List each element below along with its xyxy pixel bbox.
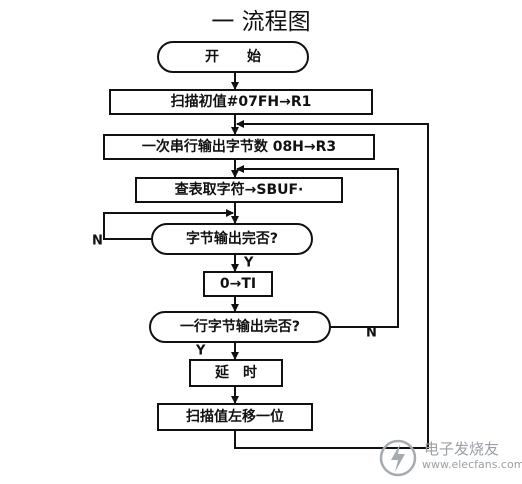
page-title: 一 流程图 [211,9,311,35]
bytes-label: 一次串行输出字节数 08H→R3 [142,138,336,155]
lookup-label: 查表取字符→SBUF· [175,181,304,198]
clear-ti-box [203,271,273,297]
lookup-box [135,177,343,203]
edge-row-no-loop [236,165,399,328]
init-label: 扫描初值#07FH→R1 [171,93,312,110]
init-box [109,89,373,115]
row-yes-label: Y [195,344,206,359]
delay-label: 延 时 [214,364,257,381]
shift-label: 扫描值左移一位 [186,408,284,425]
watermark-cn: 电子发烧友 [424,440,500,458]
row-done-label: 一行字节输出完否? [180,318,300,335]
byte-no-label: N [92,234,103,249]
watermark-en: www.elecfans.com [422,458,522,471]
clear-ti-label: 0→TI [220,276,256,292]
edge-byte-no-loop [103,209,234,240]
elecfans-logo-icon [379,439,417,477]
watermark: 电子发烧友 www.elecfans.com [378,436,522,480]
byte-yes-label: Y [243,256,254,271]
byte-done-label: 字节输出完否? [186,230,278,247]
start-terminal [157,41,309,73]
start-label: 开 始 [205,48,261,65]
edge-shift-loop [234,120,429,449]
bytes-box [103,134,375,160]
row-no-label: N [366,326,377,341]
